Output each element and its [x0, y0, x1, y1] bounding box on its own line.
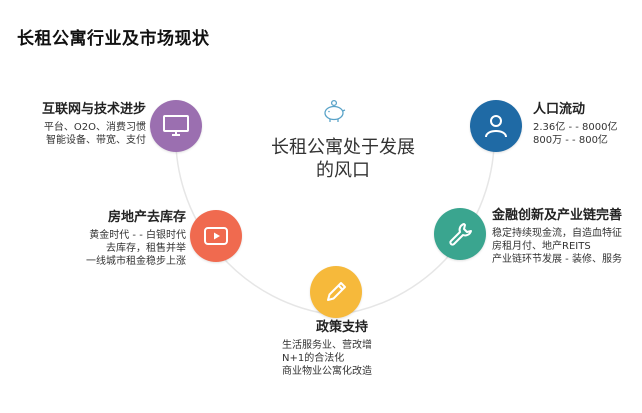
- realestate-text: 房地产去库存 黄金时代 - - 白银时代 去库存，租售并举 一线城市租金稳步上涨: [56, 210, 186, 268]
- user-icon: [482, 112, 510, 140]
- realestate-heading: 房地产去库存: [107, 210, 186, 225]
- population-node: [470, 100, 522, 152]
- realestate-line: 去库存，租售并举: [106, 243, 186, 254]
- policy-line: 商业物业公寓化改造: [282, 366, 372, 377]
- center-text-line1: 长租公寓处于发展: [271, 137, 415, 158]
- realestate-line: 一线城市租金稳步上涨: [86, 256, 186, 267]
- finance-heading: 金融创新及产业链完善: [492, 208, 623, 223]
- finance-node: [434, 208, 486, 260]
- monitor-icon: [162, 113, 190, 139]
- policy-line: N+1的合法化: [282, 353, 345, 364]
- population-heading: 人口流动: [533, 102, 586, 117]
- realestate-line: 黄金时代 - - 白银时代: [89, 230, 186, 241]
- finance-line: 房租月付、地产REITS: [492, 241, 591, 252]
- population-line: 800万 - - 800亿: [533, 135, 608, 146]
- internet-line: 平台、O2O、消费习惯: [43, 122, 146, 133]
- piggy-bank-icon: [321, 98, 347, 128]
- center-text-line2: 的风口: [316, 160, 370, 181]
- policy-heading: 政策支持: [315, 320, 368, 335]
- finance-text: 金融创新及产业链完善 稳定持续现金流，自造血特征 房租月付、地产REITS 产业…: [492, 208, 640, 266]
- wrench-icon: [446, 220, 474, 248]
- internet-heading: 互联网与技术进步: [41, 102, 146, 117]
- policy-text: 政策支持 生活服务业、营改增 N+1的合法化 商业物业公寓化改造: [282, 320, 402, 378]
- internet-line: 智能设备、带宽、支付: [46, 135, 146, 146]
- population-line: 2.36亿 - - 8000亿: [533, 122, 618, 133]
- internet-text: 互联网与技术进步 平台、O2O、消费习惯 智能设备、带宽、支付: [20, 102, 146, 147]
- policy-line: 生活服务业、营改增: [282, 340, 372, 351]
- internet-node: [150, 100, 202, 152]
- realestate-node: [190, 210, 242, 262]
- population-text: 人口流动 2.36亿 - - 8000亿 800万 - - 800亿: [533, 102, 638, 147]
- policy-node: [310, 266, 362, 318]
- pencil-icon: [322, 278, 350, 306]
- finance-line: 产业链环节发展 - 装修、服务: [492, 254, 622, 265]
- center-text: 长租公寓处于发展 的风口: [258, 136, 428, 182]
- finance-line: 稳定持续现金流，自造血特征: [492, 228, 622, 239]
- page-title: 长租公寓行业及市场现状: [17, 29, 210, 49]
- video-play-icon: [202, 225, 230, 247]
